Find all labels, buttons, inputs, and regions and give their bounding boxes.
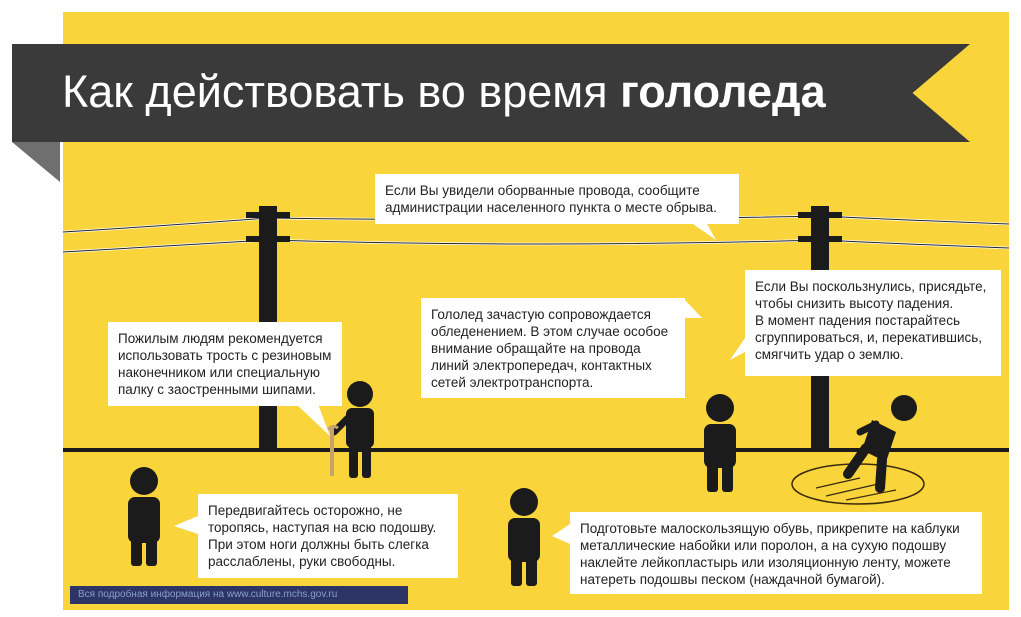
- standing-person-near-pole-figure: [704, 394, 736, 492]
- bubble-tail-shoes: [552, 524, 570, 544]
- bubble-tail-walk: [174, 516, 198, 534]
- slipping-person-figure: [843, 395, 917, 493]
- bubble-walk-line-4: расслаблены, руки свободны.: [208, 554, 396, 569]
- footer-text: Вся подробная информация на www.culture.…: [78, 589, 338, 600]
- bubble-shoes-line-1: Подготовьте малоскользящую обувь, прикре…: [580, 521, 960, 536]
- bubble-shoes-line-3: наклейте лейкопластырь или изоляционную …: [580, 555, 951, 570]
- bubble-elderly: Пожилым людям рекомендуется использовать…: [108, 322, 342, 406]
- bubble-slip: Если Вы поскользнулись, присядьте, чтобы…: [745, 270, 1001, 376]
- bubble-tail-icing: [685, 300, 702, 318]
- bubble-walk: Передвигайтесь осторожно, не торопясь, н…: [198, 494, 458, 578]
- bubble-icing-line-5: сетей электротранспорта.: [431, 375, 594, 390]
- title-banner: [12, 44, 970, 142]
- standing-person-figure: [508, 488, 540, 586]
- power-wire-bottom-line: [62, 239, 1010, 253]
- bubble-icing-line-3: внимание обращайте на провода: [431, 341, 641, 356]
- page-title: Как действовать во время гололеда: [62, 62, 826, 122]
- bubble-shoes-line-4: натереть подошвы песком (наждачной бумаг…: [580, 572, 885, 587]
- bubble-elderly-line-4: палку с заостренными шипами.: [118, 382, 316, 397]
- bubble-icing-line-1: Гололед зачастую сопровождается: [431, 307, 651, 322]
- title-prefix: Как действовать во время: [62, 66, 608, 117]
- bubble-tail-wires: [690, 222, 716, 240]
- bubble-shoes-line-2: металлические набойки или поролон, а на …: [580, 538, 947, 553]
- bubble-icing-line-4: линий электропередач, контактных: [431, 358, 652, 373]
- bubble-shoes: Подготовьте малоскользящую обувь, прикре…: [570, 512, 982, 594]
- bubble-wires-line-1: Если Вы увидели оборванные провода, сооб…: [385, 183, 700, 198]
- title-bold: гололеда: [620, 66, 826, 117]
- bubble-slip-line-5: смягчить удар о землю.: [755, 347, 904, 362]
- bubble-walk-line-3: При этом ноги должны быть слегка: [208, 537, 429, 552]
- bubble-walk-line-1: Передвигайтесь осторожно, не: [208, 503, 403, 518]
- bubble-wires: Если Вы увидели оборванные провода, сооб…: [375, 174, 739, 224]
- bubble-slip-line-1: Если Вы поскользнулись, присядьте,: [755, 279, 987, 294]
- bubble-slip-line-4: сгруппироваться, и, перекатившись,: [755, 330, 983, 345]
- bubble-walk-line-2: торопясь, наступая на всю подошву.: [208, 520, 437, 535]
- bubble-tail-elderly: [296, 404, 330, 436]
- bubble-tail-slip: [730, 338, 745, 360]
- bubble-icing-line-2: обледенением. В этом случае особое: [431, 324, 669, 339]
- bubble-elderly-line-3: наконечником или специальную: [118, 365, 320, 380]
- bubble-slip-line-3: В момент падения постарайтесь: [755, 313, 960, 328]
- bubble-slip-line-2: чтобы снизить высоту падения.: [755, 296, 954, 311]
- footer-info-bar: Вся подробная информация на www.culture.…: [70, 586, 408, 604]
- walking-person-figure: [128, 467, 160, 566]
- bubble-elderly-line-1: Пожилым людям рекомендуется: [118, 331, 323, 346]
- bubble-wires-line-2: администрации населенного пункта о месте…: [385, 200, 717, 215]
- bubble-icing: Гололед зачастую сопровождается обледене…: [421, 298, 685, 398]
- bubble-elderly-line-2: использовать трость с резиновым: [118, 348, 332, 363]
- elderly-person-figure: [326, 381, 374, 478]
- ground-line: [63, 448, 1009, 452]
- ice-scratch-marks: [815, 477, 897, 501]
- banner-fold: [12, 142, 60, 182]
